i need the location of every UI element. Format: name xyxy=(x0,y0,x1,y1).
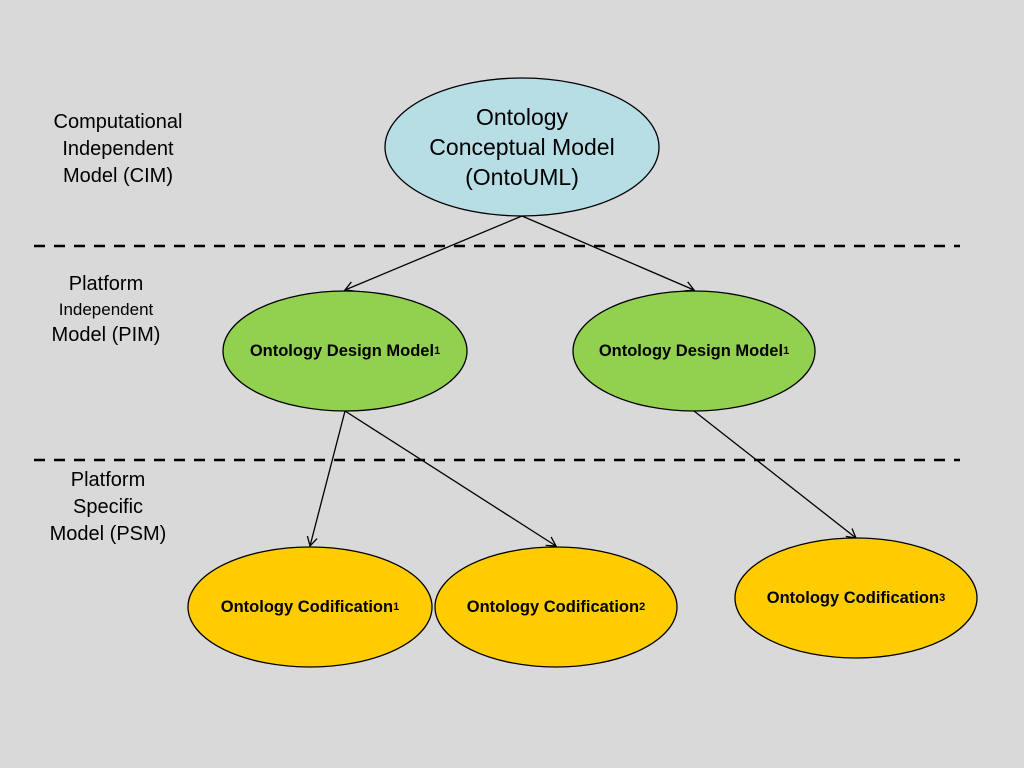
arrow-design-left-to-codification-2 xyxy=(344,410,558,547)
conceptual-model-line-1: Ontology xyxy=(475,104,569,130)
codification-node-1[interactable] xyxy=(187,546,433,668)
design-model-node-right[interactable] xyxy=(572,290,816,412)
design-model-right-subscript: 1 xyxy=(783,345,790,357)
codification-1-subscript: 1 xyxy=(393,601,400,613)
codification-2-text: Ontology Codification xyxy=(466,597,640,616)
codification-1-text: Ontology Codification xyxy=(220,597,394,616)
level-label-cim-line-2: Independent xyxy=(62,138,174,160)
level-label-pim: Platform Independent Model (PIM) xyxy=(16,271,196,349)
design-model-node-left[interactable] xyxy=(222,290,468,412)
conceptual-model-node[interactable] xyxy=(384,77,660,217)
codification-2-subscript: 2 xyxy=(639,601,646,613)
level-label-pim-line-2: Independent xyxy=(58,300,154,319)
arrow-design-right-to-codification-3 xyxy=(693,410,858,539)
codification-3-text: Ontology Codification xyxy=(766,588,940,607)
level-label-psm-line-2: Specific xyxy=(72,496,144,518)
conceptual-model-line-3: (OntoUML) xyxy=(465,164,579,190)
design-model-right-text: Ontology Design Model xyxy=(598,341,784,360)
codification-3-subscript: 3 xyxy=(939,592,946,604)
level-label-psm: Platform Specific Model (PSM) xyxy=(18,467,198,548)
level-label-psm-line-3: Model (PSM) xyxy=(49,523,167,545)
level-label-cim-line-3: Model (CIM) xyxy=(62,165,173,187)
arrow-design-left-to-codification-1 xyxy=(306,410,346,548)
level-label-pim-line-3: Model (PIM) xyxy=(51,324,161,346)
level-label-pim-line-1: Platform xyxy=(68,273,144,295)
conceptual-model-label: Ontology Conceptual Model (OntoUML) xyxy=(385,78,659,216)
design-model-left-text: Ontology Design Model xyxy=(249,341,435,360)
codification-node-3[interactable] xyxy=(734,537,978,659)
level-label-cim-line-1: Computational xyxy=(53,111,183,133)
conceptual-model-line-2: Conceptual Model xyxy=(429,134,615,160)
design-model-left-subscript: 1 xyxy=(434,345,441,357)
level-label-cim: Computational Independent Model (CIM) xyxy=(28,109,208,190)
arrow-conceptual-to-design-left xyxy=(343,215,523,292)
level-label-psm-line-1: Platform xyxy=(70,469,146,491)
arrow-conceptual-to-design-right xyxy=(521,215,696,292)
codification-node-2[interactable] xyxy=(434,546,678,668)
